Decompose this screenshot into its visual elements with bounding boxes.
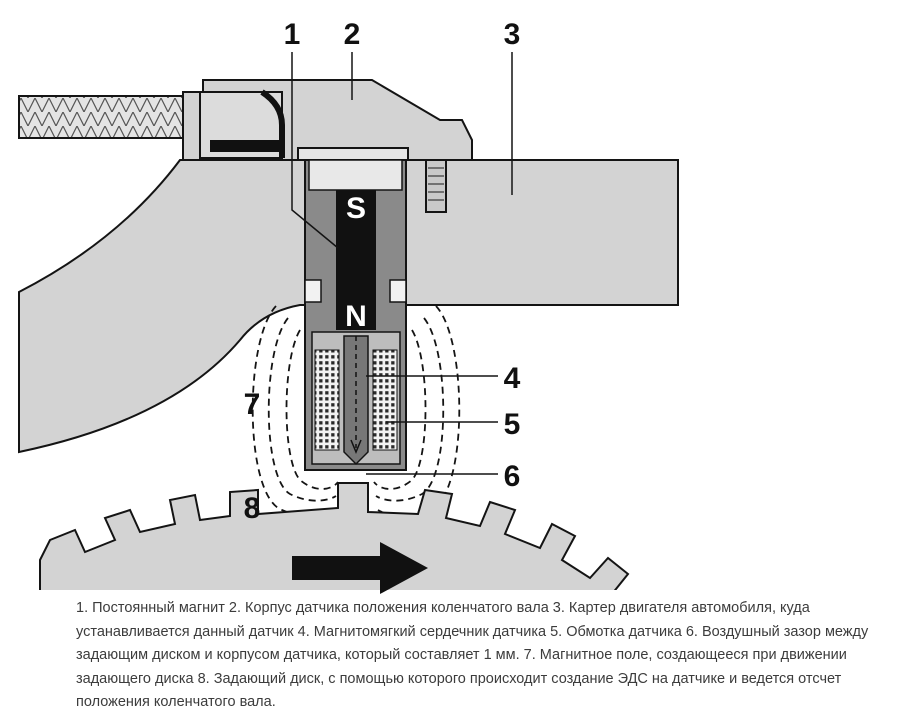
coil-right — [372, 349, 398, 451]
callout-1: 1 — [284, 18, 301, 51]
leader-lines — [291, 52, 513, 475]
mounting-bolt — [425, 159, 447, 213]
sensor-diagram: S N 1 2 3 4 5 6 7 8 — [18, 18, 679, 594]
diagram-caption: 1. Постоянный магнит 2. Корпус датчика п… — [76, 600, 869, 710]
callout-4: 4 — [504, 362, 521, 395]
coil-left — [314, 349, 340, 451]
callout-3: 3 — [504, 18, 521, 51]
callout-2: 2 — [344, 18, 361, 51]
trigger-wheel — [39, 482, 630, 590]
magnet-north-pole: N — [345, 300, 367, 333]
callout-5: 5 — [504, 408, 521, 441]
callout-6: 6 — [504, 460, 521, 493]
engine-crankcase — [18, 159, 679, 454]
magnet-south-pole: S — [346, 192, 366, 225]
permanent-magnet — [336, 190, 376, 330]
sensor-cable — [18, 95, 185, 139]
sensor-housing — [182, 79, 473, 161]
magnetic-field-lines — [251, 305, 461, 517]
rotation-arrow-icon — [292, 542, 428, 594]
callout-7: 7 — [244, 388, 261, 421]
callout-8: 8 — [244, 492, 261, 525]
